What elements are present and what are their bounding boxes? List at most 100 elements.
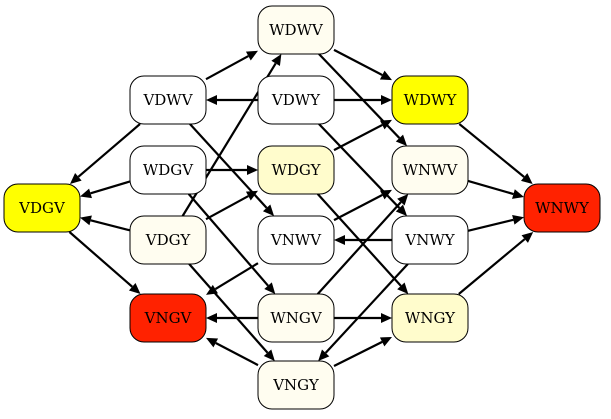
node-box xyxy=(129,145,207,195)
edge-vdwv-to-wdwv xyxy=(205,50,258,81)
edge-wdgv-to-vdgv xyxy=(80,180,131,199)
arrowhead xyxy=(263,349,275,361)
edge-line xyxy=(188,263,269,354)
arrowhead xyxy=(397,282,409,294)
edge-vdgy-to-vdgv xyxy=(80,215,131,232)
node-box xyxy=(257,215,335,265)
edge-vdwy-to-wdwy xyxy=(334,95,392,105)
edge-wngy-to-wnwy xyxy=(458,232,534,295)
edge-vnwv-to-vngv xyxy=(206,262,259,295)
arrowhead xyxy=(245,190,258,201)
arrowhead xyxy=(80,215,92,226)
node-box xyxy=(523,183,601,233)
node-label: VNWY xyxy=(404,231,455,249)
edge-line xyxy=(214,262,259,291)
arrowhead xyxy=(264,282,276,294)
edge-line xyxy=(333,48,383,77)
edge-wdwv-to-wdwy xyxy=(333,48,392,81)
node-wdgy: WDGY xyxy=(257,145,335,195)
node-box xyxy=(391,215,469,265)
edge-line xyxy=(90,219,131,232)
node-box xyxy=(129,75,207,125)
arrowhead xyxy=(379,337,392,347)
edge-vdwv-to-vdgv xyxy=(70,123,141,184)
arrowhead xyxy=(521,232,534,243)
edge-wngv-to-wnwv xyxy=(316,194,409,295)
arrowhead xyxy=(271,54,282,66)
edge-vnwv-to-wnwv xyxy=(333,189,392,222)
node-vngv: VNGV xyxy=(129,293,207,343)
arrowhead xyxy=(381,313,392,323)
edge-line xyxy=(333,123,383,152)
node-label: WNWY xyxy=(535,199,590,217)
node-box xyxy=(257,360,335,410)
node-vngy: VNGY xyxy=(257,360,335,410)
edge-line xyxy=(187,193,269,287)
edge-line xyxy=(77,123,141,178)
edge-wdgv-to-wdgy xyxy=(206,165,258,175)
node-box xyxy=(129,215,207,265)
edge-vnwy-to-wnwy xyxy=(467,214,524,232)
edge-line xyxy=(333,193,383,222)
node-box xyxy=(3,183,81,233)
node-wdgv: WDGV xyxy=(129,145,207,195)
edge-vngy-to-vngv xyxy=(206,337,259,367)
node-label: VDGY xyxy=(145,231,192,249)
arrowhead xyxy=(395,204,408,216)
node-vdwy: VDWY xyxy=(257,75,335,125)
node-label: WDWY xyxy=(404,91,458,109)
node-box xyxy=(257,293,335,343)
node-vdgv: VDGV xyxy=(3,183,81,233)
edge-line xyxy=(205,195,249,221)
edge-line xyxy=(324,263,409,354)
arrowhead xyxy=(206,337,219,348)
edge-vdgy-to-wdgy xyxy=(205,190,258,221)
arrowhead xyxy=(379,119,392,130)
arrowhead xyxy=(334,235,345,245)
node-wngv: WNGV xyxy=(257,293,335,343)
node-box xyxy=(391,293,469,343)
nodes-layer: VDGV VDWV WDGV VDGY VNGV WDWV VDWY WDGY VNWV WNGV… xyxy=(3,5,601,410)
node-wdwv: WDWV xyxy=(257,5,335,55)
node-label: VDWY xyxy=(271,91,321,109)
arrowhead xyxy=(206,313,217,323)
node-box xyxy=(257,75,335,125)
arrowhead xyxy=(70,173,82,184)
arrowhead xyxy=(80,188,92,199)
node-box xyxy=(257,145,335,195)
node-vnwy: VNWY xyxy=(391,215,469,265)
edge-line xyxy=(458,123,525,178)
node-wnwv: WNWV xyxy=(391,145,469,195)
edges-layer xyxy=(68,48,534,367)
arrowhead xyxy=(245,50,258,61)
node-label: WDGY xyxy=(271,161,321,179)
edge-vngy-to-wngy xyxy=(333,337,392,367)
arrowhead xyxy=(206,284,218,295)
arrowhead xyxy=(247,165,258,175)
edge-wnwv-to-wnwy xyxy=(467,179,524,199)
arrowhead xyxy=(512,189,524,199)
node-box xyxy=(391,75,469,125)
edge-vnwy-to-vngy xyxy=(318,263,409,361)
node-label: WDWV xyxy=(269,21,324,39)
node-vdwv: VDWV xyxy=(129,75,207,125)
edge-line xyxy=(467,179,514,196)
node-label: WNGV xyxy=(270,309,323,327)
edge-wdgv-to-wngv xyxy=(187,193,276,294)
arrowhead xyxy=(128,282,141,294)
edge-vdwy-to-vdwv xyxy=(206,95,258,105)
node-box xyxy=(257,5,335,55)
arrowhead xyxy=(520,173,533,184)
arrowhead xyxy=(318,349,330,361)
node-label: VNGY xyxy=(272,376,320,394)
node-vnwv: VNWV xyxy=(257,215,335,265)
node-wnwy: WNWY xyxy=(523,183,601,233)
edge-line xyxy=(90,180,131,195)
node-label: WNWV xyxy=(403,161,459,179)
edge-line xyxy=(467,218,514,232)
edge-line xyxy=(68,231,133,288)
edge-line xyxy=(458,238,526,295)
edge-wngv-to-wngy xyxy=(334,313,392,323)
node-wngy: WNGY xyxy=(391,293,469,343)
node-vdgy: VDGY xyxy=(129,215,207,265)
